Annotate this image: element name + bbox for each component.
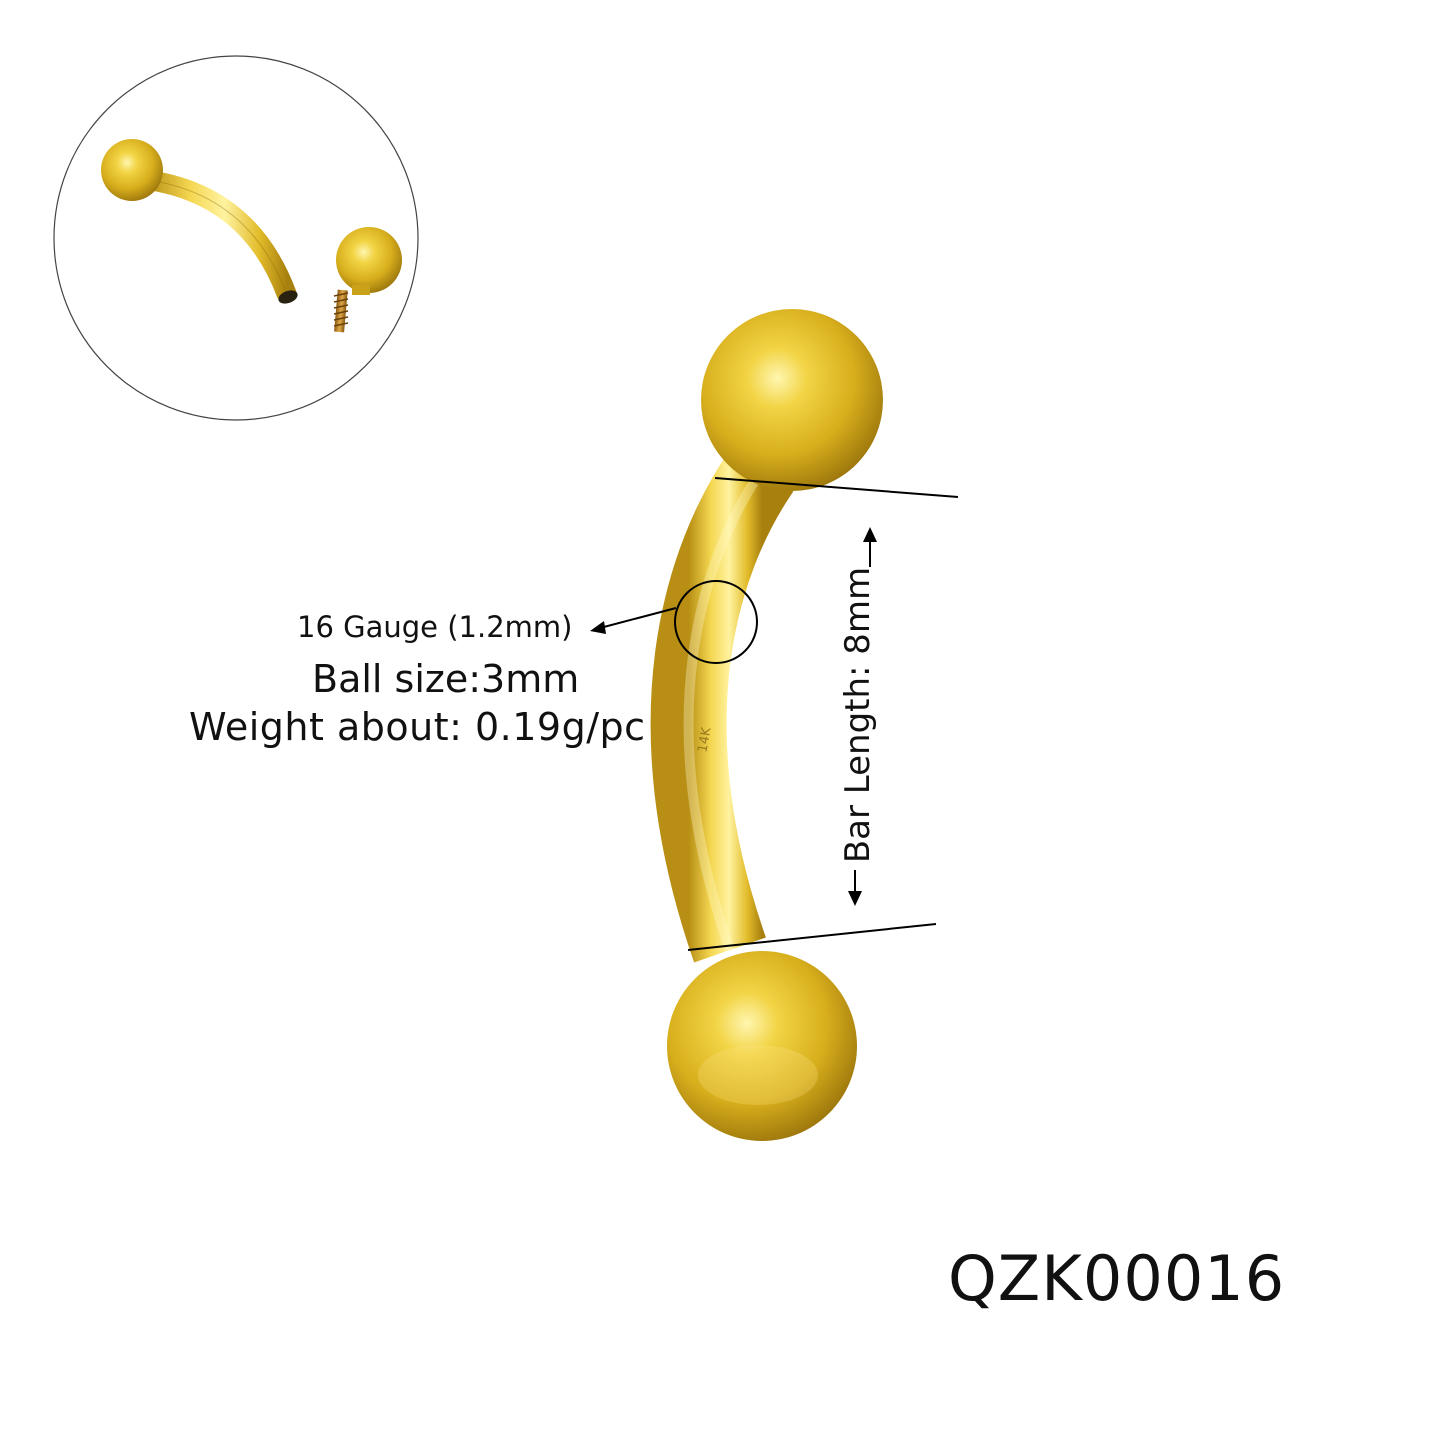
gauge-label: 16 Gauge (1.2mm) (297, 610, 573, 644)
bar-length-measure (687, 477, 959, 951)
inset-screw-ball (333, 227, 402, 333)
top-measure-line (714, 477, 959, 498)
barbell-top-ball (701, 309, 883, 491)
ball-size-label: Ball size:3mm (312, 657, 580, 701)
barbell-bar (650, 448, 794, 963)
product-code: QZK00016 (948, 1242, 1286, 1315)
gauge-callout (590, 580, 758, 664)
gauge-pointer-arrow (590, 621, 606, 634)
bar-length-label: Bar Length: 8mm (838, 566, 878, 864)
bottom-measure-line (687, 923, 937, 951)
curved-barbell (650, 309, 883, 1141)
weight-label: Weight about: 0.19g/pc (189, 705, 646, 749)
inset-fixed-ball (101, 139, 163, 201)
inset-detail-view (53, 55, 419, 421)
gauge-circle-marker (674, 580, 758, 664)
inset-curved-bar (146, 170, 297, 299)
inset-bar-opening (278, 290, 298, 304)
down-arrow-head (848, 891, 862, 906)
barbell-bottom-ball (667, 951, 857, 1141)
gauge-pointer-line (599, 607, 677, 629)
up-arrow-head (863, 527, 877, 542)
